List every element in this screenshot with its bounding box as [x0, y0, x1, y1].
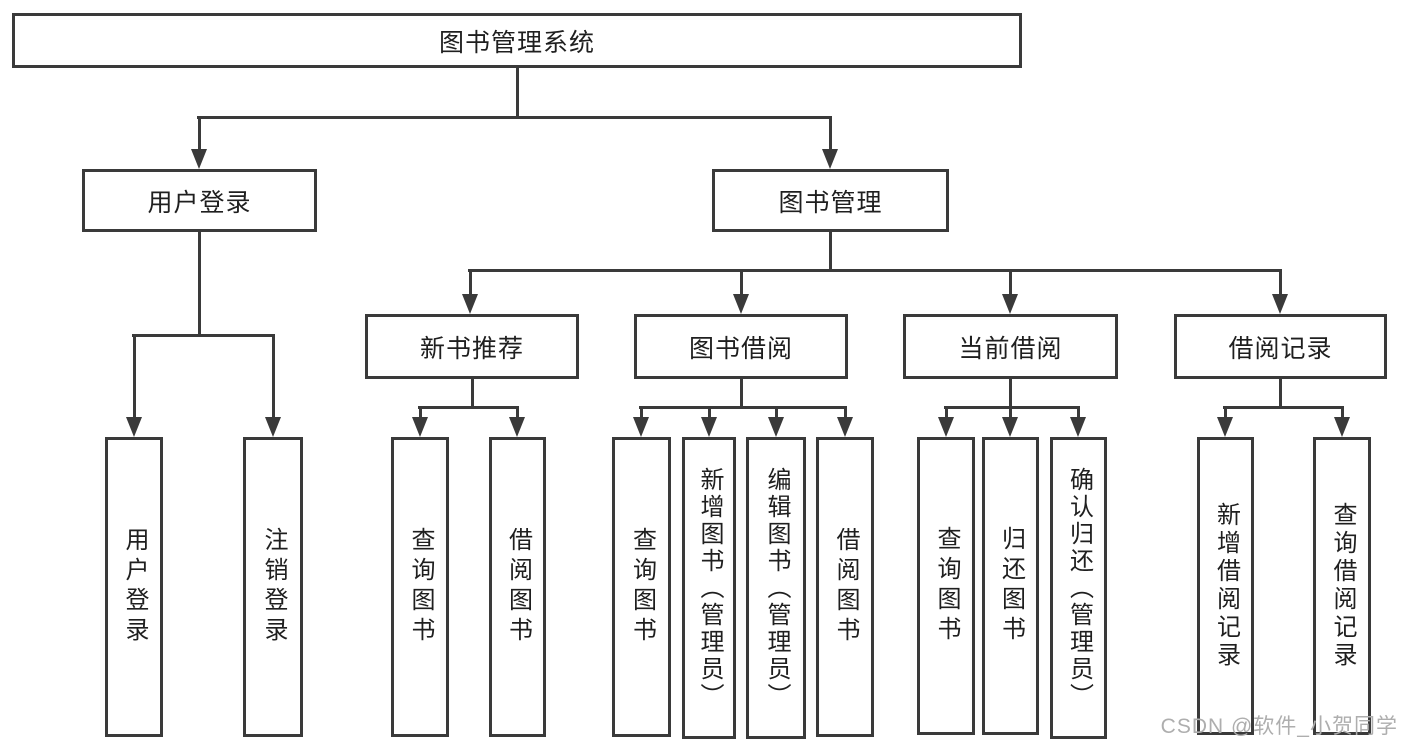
- connector-hline: [468, 268, 1282, 272]
- arrow-down-icon: [1070, 417, 1086, 437]
- connector-vline: [197, 116, 201, 150]
- leaf-borrow-query-books: 查询图书: [612, 437, 671, 737]
- leaf-current-query-books: 查询图书: [917, 437, 975, 735]
- connector-vline: [515, 68, 519, 119]
- leaf-label: 查询借阅记录: [1329, 502, 1356, 670]
- arrow-down-icon: [733, 294, 749, 314]
- leaf-borrow-books: 借阅图书: [816, 437, 874, 737]
- arrow-down-icon: [1217, 417, 1233, 437]
- leaf-logout: 注销登录: [243, 437, 303, 737]
- connector-hline: [944, 405, 1080, 409]
- arrow-down-icon: [822, 149, 838, 169]
- leaf-recommend-query-books: 查询图书: [391, 437, 449, 737]
- arrow-down-icon: [462, 294, 478, 314]
- arrow-down-icon: [768, 417, 784, 437]
- leaf-label: 归还图书: [997, 526, 1025, 646]
- leaf-query-borrow-record: 查询借阅记录: [1313, 437, 1371, 735]
- leaf-add-borrow-record: 新增借阅记录: [1197, 437, 1254, 735]
- leaf-label: 查询图书: [933, 526, 960, 646]
- connector-vline: [1278, 379, 1282, 408]
- node-label: 图书管理系统: [438, 28, 595, 57]
- node-user-login: 用户登录: [82, 169, 317, 232]
- leaf-label: 查询图书: [628, 527, 656, 647]
- connector-vline: [515, 406, 519, 418]
- node-label: 当前借阅: [958, 334, 1063, 363]
- arrow-down-icon: [191, 149, 207, 169]
- node-current-borrow: 当前借阅: [903, 314, 1118, 379]
- connector-hline: [197, 115, 832, 119]
- connector-vline: [774, 406, 778, 418]
- connector-vline: [828, 232, 832, 271]
- leaf-label: 新增图书（管理员）: [696, 466, 723, 710]
- connector-vline: [828, 116, 832, 150]
- leaf-confirm-return-admin: 确认归还（管理员）: [1050, 437, 1107, 739]
- leaf-recommend-borrow-books: 借阅图书: [489, 437, 546, 737]
- connector-vline: [739, 269, 743, 295]
- connector-vline: [470, 379, 474, 408]
- arrow-down-icon: [509, 417, 525, 437]
- connector-vline: [1008, 406, 1012, 418]
- node-label: 用户登录: [147, 188, 252, 217]
- arrow-down-icon: [633, 417, 649, 437]
- arrow-down-icon: [701, 417, 717, 437]
- leaf-label: 注销登录: [260, 527, 287, 647]
- connector-vline: [1223, 406, 1227, 418]
- node-book-borrow: 图书借阅: [634, 314, 848, 379]
- node-library-management-system: 图书管理系统: [12, 13, 1022, 68]
- node-borrow-records: 借阅记录: [1174, 314, 1387, 379]
- connector-vline: [639, 406, 643, 418]
- leaf-return-books: 归还图书: [982, 437, 1039, 735]
- leaf-label: 用户登录: [121, 527, 148, 647]
- node-label: 图书借阅: [688, 334, 793, 363]
- connector-hline: [1223, 405, 1344, 409]
- arrow-down-icon: [126, 417, 142, 437]
- leaf-user-login: 用户登录: [105, 437, 163, 737]
- leaf-edit-books-admin: 编辑图书（管理员）: [746, 437, 806, 739]
- connector-vline: [1340, 406, 1344, 418]
- leaf-label: 确认归还（管理员）: [1065, 466, 1093, 710]
- connector-vline: [843, 406, 847, 418]
- leaf-label: 查询图书: [407, 527, 434, 647]
- connector-vline: [739, 379, 743, 408]
- connector-vline: [944, 406, 948, 418]
- arrow-down-icon: [837, 417, 853, 437]
- arrow-down-icon: [412, 417, 428, 437]
- connector-vline: [1278, 269, 1282, 295]
- leaf-label: 编辑图书（管理员）: [763, 466, 790, 710]
- node-book-management: 图书管理: [712, 169, 949, 232]
- connector-vline: [468, 269, 472, 295]
- watermark: CSDN @软件_小贺同学: [1160, 715, 1398, 738]
- connector-vline: [132, 334, 136, 418]
- arrow-down-icon: [265, 417, 281, 437]
- connector-vline: [1008, 269, 1012, 295]
- node-label: 新书推荐: [419, 334, 524, 363]
- connector-hline: [132, 333, 275, 337]
- arrow-down-icon: [1272, 294, 1288, 314]
- connector-hline: [418, 405, 519, 409]
- node-label: 借阅记录: [1228, 334, 1333, 363]
- connector-vline: [1076, 406, 1080, 418]
- leaf-add-books-admin: 新增图书（管理员）: [682, 437, 736, 739]
- leaf-label: 借阅图书: [504, 527, 532, 647]
- connector-hline: [639, 405, 847, 409]
- node-label: 图书管理: [778, 188, 883, 217]
- leaf-label: 新增借阅记录: [1212, 502, 1240, 670]
- arrow-down-icon: [1002, 294, 1018, 314]
- connector-vline: [271, 334, 275, 418]
- arrow-down-icon: [1002, 417, 1018, 437]
- connector-vline: [418, 406, 422, 418]
- arrow-down-icon: [938, 417, 954, 437]
- leaf-label: 借阅图书: [832, 527, 859, 647]
- connector-vline: [197, 232, 201, 336]
- connector-vline: [707, 406, 711, 418]
- arrow-down-icon: [1334, 417, 1350, 437]
- connector-vline: [1008, 379, 1012, 408]
- node-new-book-recommend: 新书推荐: [365, 314, 579, 379]
